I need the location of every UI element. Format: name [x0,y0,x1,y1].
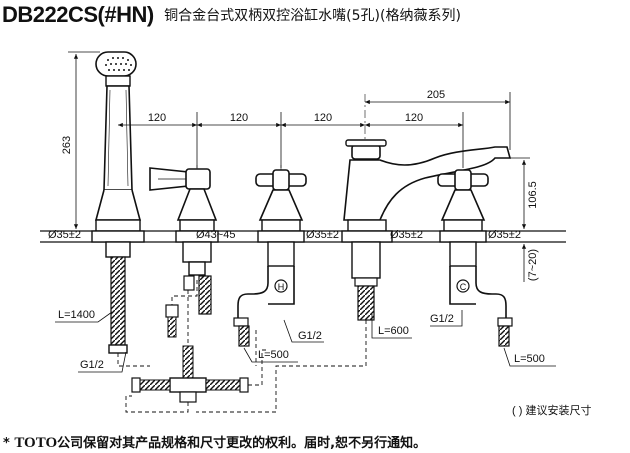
bath-spout [341,139,512,321]
product-title: 铜合金台式双柄双控浴缸水嘴(5孔)(格纳薇系列) [164,8,461,24]
dim-label-263: 263 [61,136,73,154]
thread-label-hot: G1/2 [298,330,322,342]
hose-label-500-right: L=500 [514,353,545,365]
dim-height-263: 263 [61,51,100,232]
dim-spout-106: 106.5 [500,157,539,229]
page-header: DB222CS(#HN) 铜合金台式双柄双控浴缸水嘴(5孔)(格纳薇系列) [2,2,461,28]
dim-label-120-b: 120 [230,112,248,124]
brand-name: TOTO [14,435,58,451]
hose-label-1400: L=1400 [58,309,95,321]
footer-text: 公司保留对其产品规格和尺寸更改的权利。届时,恕不另行通知。 [57,436,427,451]
connection-lines [117,280,367,413]
hole-label-4: Ø35±2 [390,229,423,241]
dim-label-120-d: 120 [405,112,423,124]
hand-shower [91,51,145,354]
hole-label-1: Ø35±2 [48,229,81,241]
footer-prefix: * [3,436,15,451]
hot-marker: H [278,282,285,292]
cold-cross-handle: C [437,169,513,347]
dim-spout-205: 205 [365,89,511,150]
hose-label-600: L=600 [378,325,409,337]
callouts: L=1400 G1/2 L=500 G1/2 L=600 G1/2 L=500 [55,309,556,373]
model-number: DB222CS(#HN) [2,2,154,27]
thread-label-cold: G1/2 [430,313,454,325]
dim-label-7-20: (7~20) [527,249,539,281]
hole-diameter-labels: Ø35±2 Ø43~45 Ø35±2 Ø35±2 Ø35±2 [48,229,521,241]
thread-label-left: G1/2 [80,359,104,371]
dim-label-120-c: 120 [314,112,332,124]
installation-note: ( ) 建议安装尺寸 [512,403,591,417]
hole-label-3: Ø35±2 [306,229,339,241]
hot-cross-handle: H [233,169,307,347]
hole-label-5: Ø35±2 [488,229,521,241]
dim-label-205: 205 [427,89,445,101]
hot-lever-handle [149,167,219,315]
dim-label-120-a: 120 [148,112,166,124]
diverter-assembly [131,304,249,403]
disclaimer: * TOTO公司保留对其产品规格和尺寸更改的权利。届时,恕不另行通知。 [3,432,426,452]
dim-label-106: 106.5 [527,181,539,209]
dim-deck-range: (7~20) [521,244,539,282]
dim-spacing-row: 120 120 120 120 [118,112,464,168]
hole-label-2: Ø43~45 [196,229,235,241]
cold-marker: C [460,282,467,292]
hose-label-500-left: L=500 [258,349,289,361]
